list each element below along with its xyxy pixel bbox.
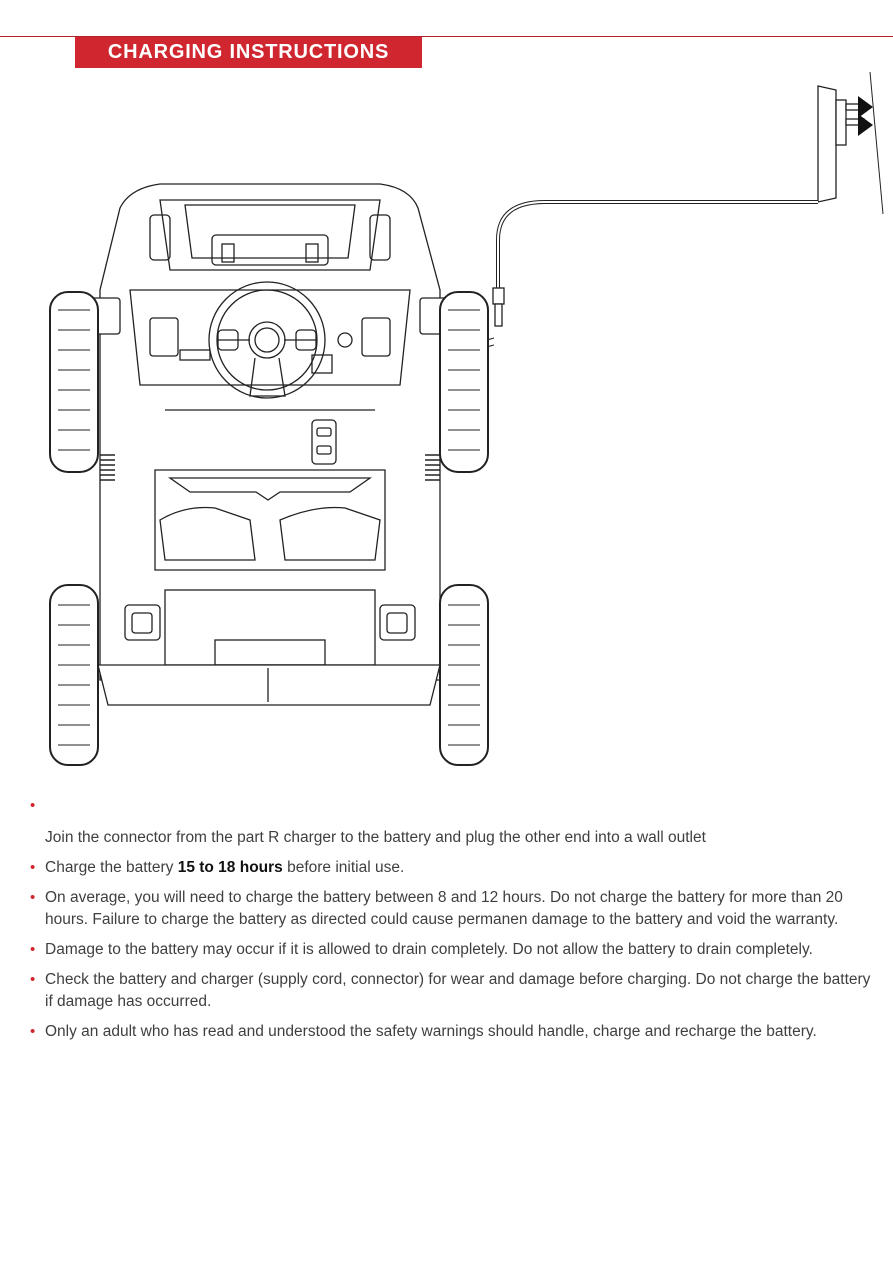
list-item: Join the connector from the part R charg… bbox=[30, 827, 875, 849]
page-title: CHARGING INSTRUCTIONS bbox=[107, 41, 390, 63]
bullet-dot-icon: • bbox=[30, 797, 36, 814]
section-title-bar: CHARGING INSTRUCTIONS bbox=[75, 37, 422, 68]
list-item: • Check the battery and charger (supply … bbox=[30, 969, 875, 1013]
instruction-text: Check the battery and charger (supply co… bbox=[45, 971, 871, 1010]
instruction-text: before initial use. bbox=[282, 859, 405, 876]
instructions-list: • Join the connector from the part R cha… bbox=[30, 795, 875, 1051]
list-item: • Charge the battery 15 to 18 hours befo… bbox=[30, 857, 875, 879]
list-item: • On average, you will need to charge th… bbox=[30, 887, 875, 931]
list-item: • Only an adult who has read and underst… bbox=[30, 1021, 875, 1043]
instruction-text: Damage to the battery may occur if it is… bbox=[45, 941, 813, 958]
bullet-dot-icon: • bbox=[30, 859, 36, 876]
charging-illustration bbox=[49, 71, 884, 766]
bullet-dot-icon: • bbox=[30, 1023, 36, 1040]
top-rule bbox=[0, 36, 893, 37]
instruction-text: Only an adult who has read and understoo… bbox=[45, 1023, 817, 1040]
list-item: • Damage to the battery may occur if it … bbox=[30, 939, 875, 961]
instruction-text: Join the connector from the part R charg… bbox=[45, 829, 706, 846]
instruction-text: Charge the battery bbox=[45, 859, 178, 876]
ride-on-vehicle-icon bbox=[49, 183, 489, 766]
instruction-emphasis: 15 to 18 hours bbox=[177, 859, 283, 876]
bullet-dot-icon: • bbox=[30, 971, 36, 988]
bullet-dot-icon: • bbox=[30, 889, 36, 906]
wall-outlet-plug-icon bbox=[817, 71, 884, 215]
instruction-text: On average, you will need to charge the … bbox=[45, 889, 843, 928]
bullet-dot-icon: • bbox=[30, 941, 36, 958]
list-item: • bbox=[30, 795, 875, 817]
